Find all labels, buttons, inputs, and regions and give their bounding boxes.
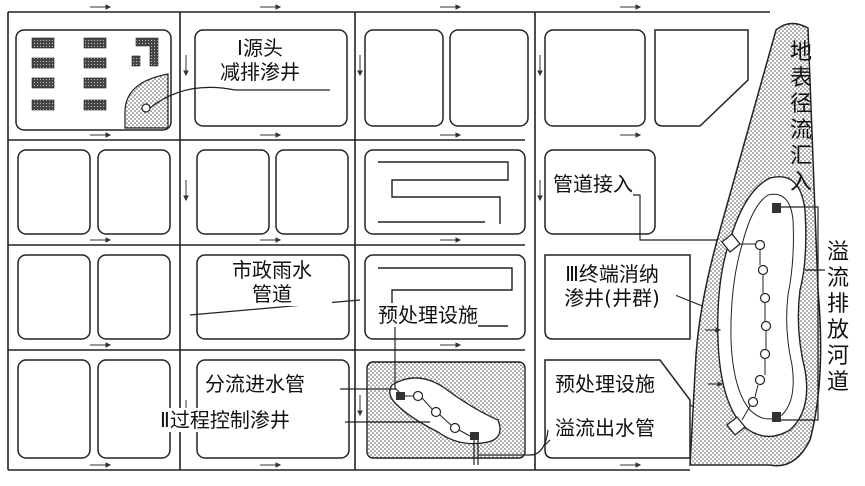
- terminal-well-label-line2: 渗井(井群): [564, 286, 660, 310]
- process-well-chain: [404, 395, 471, 437]
- municipal-pipe-label-line2: 管道: [252, 282, 292, 306]
- source-well-label-line1: Ⅰ源头: [237, 36, 283, 60]
- terminal-well-chain: [740, 243, 767, 421]
- municipal-pipe-label-line1: 市政雨水: [232, 258, 312, 282]
- terminal-well-label: Ⅲ终端消纳 渗井(井群): [548, 262, 676, 310]
- source-well-icon: [141, 103, 151, 113]
- pipe-connect-label: 管道接入: [553, 172, 633, 196]
- inner-roads: [378, 161, 513, 327]
- diversion-pipe-label: 分流进水管: [205, 372, 305, 396]
- source-well-label-line2: 减排渗井: [220, 60, 300, 84]
- surface-runoff-label: 地表径流汇入: [789, 40, 812, 195]
- terminal-wells: [747, 239, 772, 408]
- source-well-label: Ⅰ源头 减排渗井: [205, 36, 315, 84]
- middle-outflow-pipe: [473, 429, 549, 465]
- terminal-pond-inner: [730, 193, 794, 420]
- terminal-inlet-box-top: [772, 203, 781, 213]
- process-well-label: Ⅱ过程控制渗井: [160, 408, 290, 432]
- pretreat-box-mid: [396, 392, 405, 400]
- city-blocks: [15, 29, 749, 459]
- process-wells: [412, 390, 461, 434]
- terminal-well-label-line1: Ⅲ终端消纳: [565, 262, 659, 286]
- municipal-pipe-label: 市政雨水 管道: [212, 258, 332, 306]
- outlet-box-mid: [470, 432, 479, 440]
- pretreat-right-label: 预处理设施: [555, 372, 655, 396]
- source-block-buildings: [31, 37, 159, 111]
- source-leader-line: [149, 86, 330, 109]
- terminal-pond-outer: [717, 176, 808, 438]
- greenbelt-arrows: [705, 327, 724, 387]
- overflow-pipe-label: 溢流出水管: [555, 416, 655, 440]
- overflow-river-label: 溢流排放河道: [825, 240, 851, 396]
- source-green-area: [124, 73, 169, 129]
- terminal-pretreat-diamond-bottom: [726, 416, 746, 436]
- terminal-inlet-box-bottom: [772, 412, 781, 422]
- road-network: [7, 11, 770, 471]
- pretreat-mid-label: 预处理设施: [378, 303, 478, 327]
